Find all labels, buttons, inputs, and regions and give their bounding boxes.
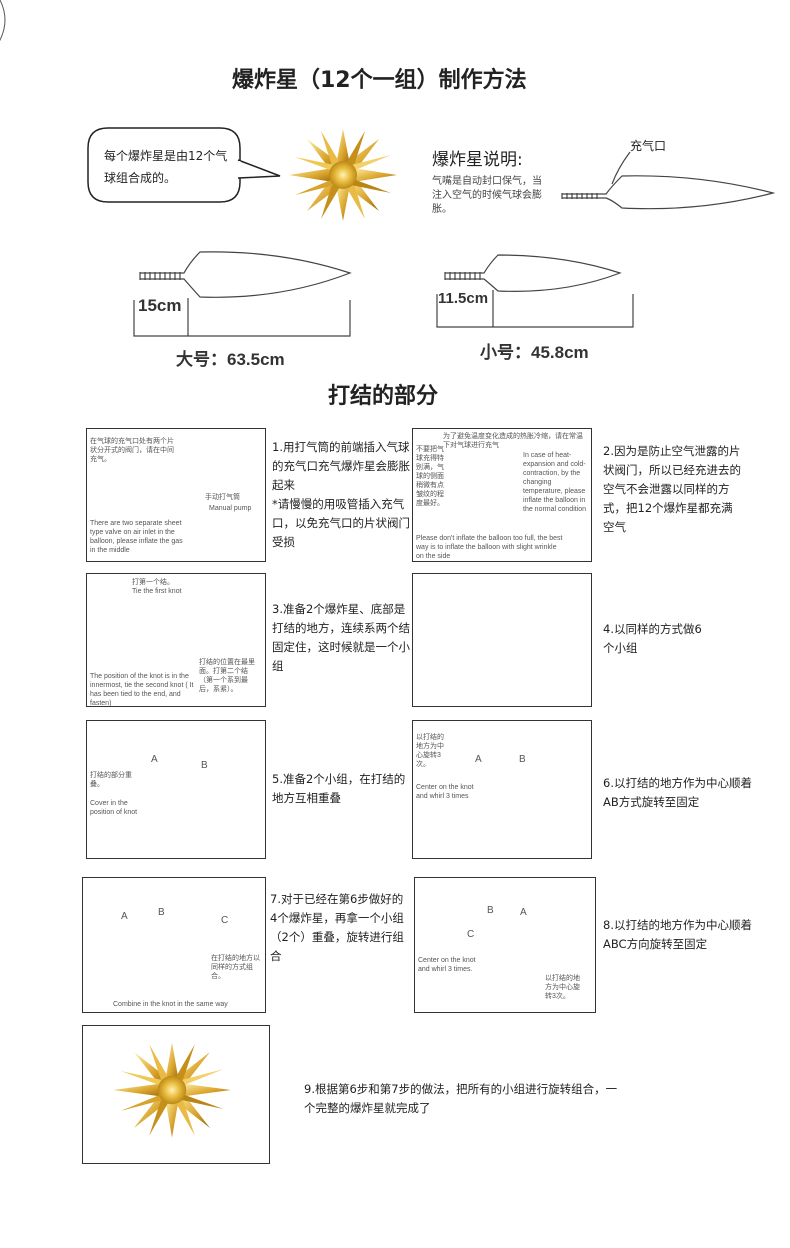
step1-panel: 在气球的充气口处有两个片状分开式的阀门，请在中间充气。 手动打气筒 Manual… bbox=[86, 428, 266, 562]
step6-label-a: A bbox=[475, 755, 482, 764]
step6-panel: 以打结的地方为中心旋转3次。 Center on the knot and wh… bbox=[412, 720, 592, 859]
step3-text: 3.准备2个爆炸星、底部是打结的地方，连续系两个结固定住，这时候就是一个小组 bbox=[272, 600, 410, 676]
step5-panel: 打结的部分重叠。 Cover in the position of knot A… bbox=[86, 720, 266, 859]
large-size-label: 大号：63.5cm bbox=[176, 345, 285, 370]
step4-panel bbox=[412, 573, 592, 707]
step2-cn-side: 不要把气球充得特别满，气球的侧面稍微有点皱纹的程度最好。 bbox=[416, 445, 450, 508]
step8-label-c: C bbox=[467, 930, 474, 939]
valve-label: 充气口 bbox=[630, 137, 666, 154]
step7-panel: 在打结的地方以同样的方式组合。 Combine in the knot in t… bbox=[82, 877, 266, 1013]
step6-text: 6.以打结的地方作为中心顺着AB方式旋转至固定 bbox=[603, 774, 753, 812]
step8-label-a: A bbox=[520, 908, 527, 917]
step2-cn-top: 为了避免温度变化造成的热胀冷缩，请在常温下对气球进行充气 bbox=[443, 432, 583, 450]
step5-cn-note: 打结的部分重叠。 bbox=[90, 771, 140, 789]
step1-text: 1.用打气筒的前端插入气球的充气口充气爆炸星会膨胀起来 *请慢慢的用吸管插入充气… bbox=[272, 438, 410, 552]
page-title: 爆炸星（12个一组）制作方法 bbox=[232, 62, 527, 94]
step6-label-b: B bbox=[519, 755, 526, 764]
desc-title: 爆炸星说明: bbox=[432, 145, 523, 170]
step2-en-side: In case of heat-expansion and cold-contr… bbox=[523, 451, 589, 514]
step2-text: 2.因为是防止空气泄露的片状阀门，所以已经充进去的空气不会泄露以同样的方式，把1… bbox=[603, 442, 743, 537]
step8-cn-note: 以打结的地方为中心旋转3次。 bbox=[545, 974, 585, 1001]
knot-section-title: 打结的部分 bbox=[328, 378, 438, 410]
desc-text: 气嘴是自动封口保气，当注入空气的时候气球会膨胀。 bbox=[432, 175, 542, 217]
step5-label-a: A bbox=[151, 755, 158, 764]
step7-label-a: A bbox=[121, 912, 128, 921]
step9-panel bbox=[82, 1025, 270, 1164]
step3-panel: 打第一个结。 Tie the first knot 打结的位置在最里面。打第二个… bbox=[86, 573, 266, 707]
step3-cn-right: 打结的位置在最里面。打第二个结（第一个系到最后，系紧）。 bbox=[199, 658, 261, 694]
step3-cn-top: 打第一个结。 bbox=[132, 578, 174, 587]
step6-en-note: Center on the knot and whirl 3 times bbox=[416, 783, 476, 801]
step7-text: 7.对于已经在第6步做好的4个爆炸星，再拿一个小组（2个）重叠，旋转进行组合 bbox=[270, 890, 410, 966]
step2-en-bottom: Please don't inflate the balloon too ful… bbox=[416, 534, 566, 561]
small-size-label: 小号：45.8cm bbox=[480, 338, 589, 363]
step3-en-left: The position of the knot is in the inner… bbox=[90, 672, 200, 707]
step8-en-note: Center on the knot and whirl 3 times. bbox=[418, 956, 476, 974]
step5-en-note: Cover in the position of knot bbox=[90, 799, 142, 817]
balloon-diagram bbox=[562, 152, 773, 209]
step2-panel: 为了避免温度变化造成的热胀冷缩，请在常温下对气球进行充气 不要把气球充得特别满，… bbox=[412, 428, 592, 562]
step7-en-note: Combine in the knot in the same way bbox=[113, 1000, 263, 1009]
step9-text: 9.根据第6步和第7步的做法，把所有的小组进行旋转组合，一个完整的爆炸星就完成了 bbox=[304, 1080, 624, 1118]
step4-text: 4.以同样的方式做6个小组 bbox=[603, 620, 713, 658]
step8-text: 8.以打结的地方作为中心顺着ABC方向旋转至固定 bbox=[603, 916, 753, 954]
step1-pump-en: Manual pump bbox=[209, 504, 251, 513]
step5-label-b: B bbox=[201, 761, 208, 770]
large-balloon-diagram bbox=[134, 252, 350, 336]
step1-cn-note: 在气球的充气口处有两个片状分开式的阀门，请在中间充气。 bbox=[90, 437, 180, 464]
large-length-label: 15cm bbox=[138, 296, 181, 316]
step3-en-top: Tie the first knot bbox=[132, 587, 182, 596]
step7-label-b: B bbox=[158, 908, 165, 917]
gold-star-icon bbox=[289, 129, 397, 221]
step1-pump-label: 手动打气筒 bbox=[205, 493, 240, 502]
small-length-label: 11.5cm bbox=[438, 290, 488, 307]
step7-cn-note: 在打结的地方以同样的方式组合。 bbox=[211, 954, 261, 981]
step1-en-note: There are two separate sheet type valve … bbox=[90, 519, 190, 555]
bubble-text: 每个爆炸星是由12个气球组合成的。 bbox=[104, 145, 230, 189]
step5-text: 5.准备2个小组，在打结的地方互相重叠 bbox=[272, 770, 412, 808]
step6-cn-note: 以打结的地方为中心旋转3次。 bbox=[416, 733, 450, 769]
step8-panel: Center on the knot and whirl 3 times. 以打… bbox=[414, 877, 596, 1013]
step7-label-c: C bbox=[221, 916, 228, 925]
step8-label-b: B bbox=[487, 906, 494, 915]
